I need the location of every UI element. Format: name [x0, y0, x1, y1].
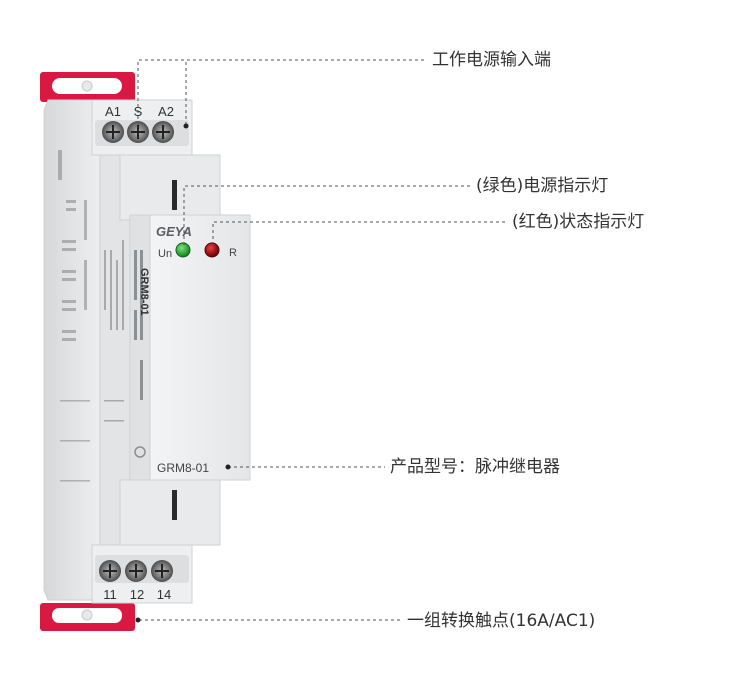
- brand-logo: GEYA: [156, 224, 192, 239]
- terminal-label-a2: A2: [158, 104, 174, 119]
- terminal-label-14: 14: [157, 587, 171, 602]
- terminal-label-12: 12: [130, 587, 144, 602]
- lower-step: [119, 479, 221, 546]
- led-label-un: Un: [158, 248, 172, 260]
- terminal-label-11: 11: [103, 587, 117, 602]
- leader-dots: [135, 123, 231, 623]
- callout-power-led: (绿色)电源指示灯: [476, 176, 609, 196]
- upper-step: [119, 154, 221, 221]
- front-face: [129, 214, 251, 546]
- callout-model: 产品型号：脉冲继电器: [390, 457, 560, 477]
- callout-status-led: (红色)状态指示灯: [512, 212, 645, 232]
- bottom-screws: [99, 560, 173, 582]
- callout-contacts: 一组转换触点(16A/AC1): [407, 611, 596, 631]
- front-model-text: GRM8-01: [157, 461, 209, 475]
- din-clip-top: [40, 72, 135, 102]
- leader-lines: [137, 59, 505, 621]
- lower-slot: [172, 490, 177, 520]
- side-model-text: GRM8-01: [138, 268, 150, 316]
- housing-side: [43, 99, 101, 601]
- callout-power-input: 工作电源输入端: [432, 50, 551, 70]
- led-label-r: R: [229, 247, 237, 259]
- top-screws: [102, 121, 174, 143]
- power-led-green: [175, 242, 191, 258]
- terminal-label-a1: A1: [105, 104, 121, 119]
- din-clip-bottom: [40, 603, 135, 631]
- upper-slot: [172, 180, 177, 210]
- status-led-red: [204, 242, 220, 258]
